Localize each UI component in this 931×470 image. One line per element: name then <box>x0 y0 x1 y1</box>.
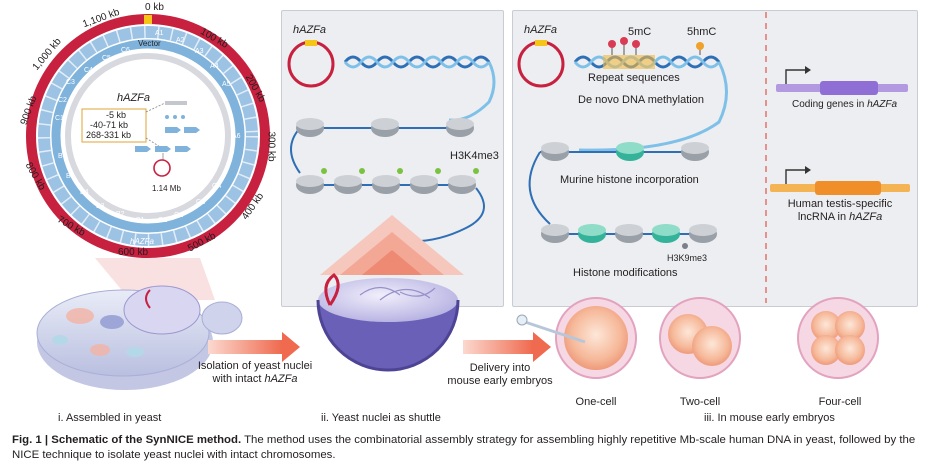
seg-b2: B2 <box>116 211 125 218</box>
map-kb-600: 600 kb <box>118 247 149 258</box>
seg-c4: C4 <box>84 67 93 74</box>
caption-text: The method uses the combinatorial assemb… <box>12 434 916 461</box>
legend-grey-bar <box>165 101 187 105</box>
plasmid-hazfa <box>287 40 335 88</box>
yeast-bud <box>201 301 243 335</box>
legend-arrows-2 <box>135 146 191 152</box>
yeast-nucleus-shuttle <box>316 273 460 372</box>
nucleosome-row-2 <box>296 168 479 194</box>
histone-mods-label: Histone modifications <box>573 267 678 279</box>
coding-genes-label: Coding genes in hAZFa <box>792 99 898 110</box>
seg-c6: C6 <box>121 47 130 54</box>
delivery-arrow-head <box>533 332 551 362</box>
plasmid-hazfa-2 <box>517 40 565 88</box>
murine-histone-label: Murine histone incorporation <box>560 174 699 186</box>
lncrna-icon <box>770 166 910 195</box>
delivery-arrow-body <box>463 340 533 354</box>
seg-b4: B4 <box>80 189 89 196</box>
mark-5hmc: 5hmC <box>687 26 717 38</box>
nucleosome-row-1 <box>296 118 474 137</box>
panel2-drawing <box>287 40 496 275</box>
seg-a2: A2 <box>176 37 185 44</box>
repeat-sequences-label: Repeat sequences <box>588 72 680 84</box>
seg-c1: C1 <box>55 115 64 122</box>
circular-map <box>26 14 270 300</box>
center-size-label: 1.14 Mb <box>152 184 181 193</box>
stage-iii-label: iii. In mouse early embryos <box>704 412 835 424</box>
inner-ring <box>51 39 245 233</box>
seg-g1: G1 <box>158 217 168 224</box>
one-cell-label: One-cell <box>575 396 617 408</box>
panel3-plasmid-label: hAZFa <box>524 24 558 36</box>
legend-arrows-1 <box>165 127 200 133</box>
h3k9me3-label: H3K9me3 <box>667 253 708 263</box>
isolation-arrow-head <box>282 332 300 362</box>
seg-a1: A1 <box>155 30 164 37</box>
seg-c3: C3 <box>66 79 75 86</box>
caption-bold: Fig. 1 | Schematic of the SynNICE method… <box>12 434 242 446</box>
seg-c5: C5 <box>102 55 111 62</box>
murine-nucleosomes <box>540 142 709 161</box>
stage-i-label: i. Assembled in yeast <box>58 412 162 424</box>
yeast-cell <box>36 285 243 390</box>
embryo-one-cell <box>516 297 637 379</box>
seg-b1: B1 <box>136 217 145 224</box>
seg-g2: G2 <box>174 212 184 219</box>
modified-nucleosomes <box>541 224 717 249</box>
grey-ring <box>65 53 231 219</box>
legend-item-1: -5 kb <box>106 110 127 120</box>
methyl-marks <box>608 37 704 55</box>
panel2-plasmid-label: hAZFa <box>293 24 327 36</box>
map-kb-300: 300 kb <box>265 131 277 162</box>
embryo-four-cell <box>797 297 879 379</box>
map-title: hAZFa <box>117 92 151 104</box>
seg-a4: A4 <box>210 63 219 70</box>
legend-box <box>81 108 147 143</box>
legend-blue-dots <box>165 115 185 119</box>
contact-map-triangle <box>320 215 464 275</box>
seg-b5: B5 <box>66 173 75 180</box>
seg-g3: G3 <box>196 199 206 206</box>
seg-a5: A5 <box>222 81 231 88</box>
map-background <box>27 15 269 257</box>
legend-item-3: 268-331 kb <box>86 130 132 140</box>
vector-marker <box>144 15 152 24</box>
map-kb-0: 0 kb <box>145 2 164 13</box>
center-circle <box>153 159 171 177</box>
ring-label: hAZFa <box>130 237 155 246</box>
four-cell-label: Four-cell <box>818 396 862 408</box>
h3k4me3-label: H3K4me3 <box>450 150 499 162</box>
seg-c2: C2 <box>58 97 67 104</box>
de-novo-label: De novo DNA methylation <box>578 94 704 106</box>
embryo-two-cell <box>659 297 741 379</box>
seg-b6: B6 <box>58 153 67 160</box>
chromosome-loop <box>324 273 340 306</box>
figure-caption: Fig. 1 | Schematic of the SynNICE method… <box>12 433 927 463</box>
two-cell-label: Two-cell <box>679 396 721 408</box>
seg-a3: A3 <box>195 48 204 55</box>
map-vector-label: Vector <box>138 39 161 48</box>
seg-a6: A6 <box>232 133 241 140</box>
mark-5mc: 5mC <box>628 26 652 38</box>
panel3-drawing <box>517 12 910 303</box>
coding-gene-icon <box>776 66 908 95</box>
stage-ii-label: ii. Yeast nuclei as shuttle <box>321 412 441 424</box>
yeast-nucleus <box>123 285 201 335</box>
seg-b3: B3 <box>96 203 105 210</box>
dna-helix <box>343 55 491 69</box>
legend-item-2: -40-71 kb <box>90 120 129 130</box>
zoom-cone <box>95 258 215 300</box>
seg-g4: G4 <box>212 183 222 190</box>
isolation-arrow-body <box>208 340 282 354</box>
